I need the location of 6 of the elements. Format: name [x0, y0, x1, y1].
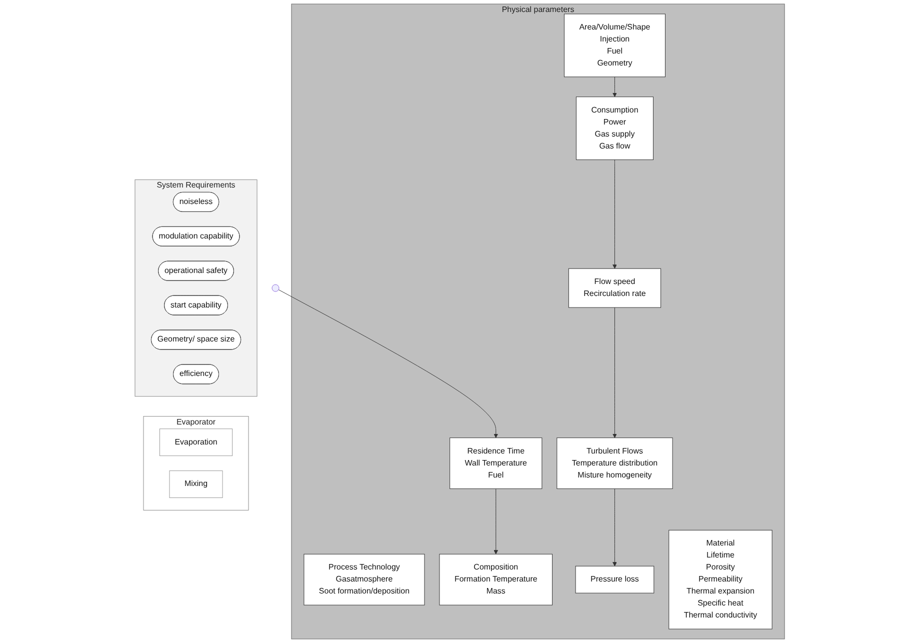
arrow: [612, 160, 617, 269]
arrow: [493, 488, 498, 554]
arrow: [612, 76, 617, 98]
arrow: [612, 488, 617, 566]
arrow: [612, 307, 617, 438]
arrow: [278, 289, 498, 438]
